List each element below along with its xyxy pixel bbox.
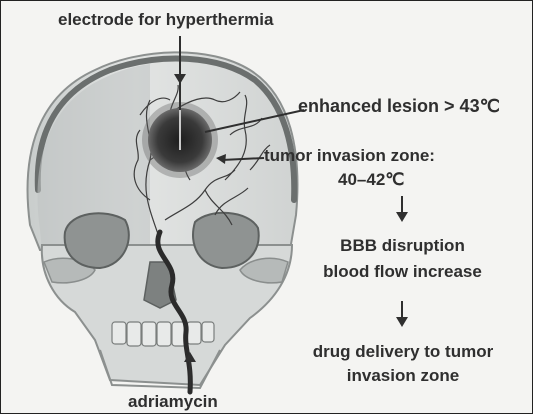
eye-socket-left <box>65 213 129 268</box>
bbb-label-line2: blood flow increase <box>300 262 505 282</box>
tumor-zone-label-line1: tumor invasion zone: <box>264 146 435 166</box>
eye-socket-right <box>193 213 259 268</box>
teeth <box>112 322 214 346</box>
enhanced-lesion-label: enhanced lesion > 43℃ <box>298 96 500 117</box>
flow-arrow-2 <box>396 301 408 327</box>
flow-arrow-1 <box>396 196 408 222</box>
drug-delivery-label-line1: drug delivery to tumor <box>278 342 528 362</box>
adriamycin-label: adriamycin <box>128 392 218 412</box>
drug-delivery-label-line2: invasion zone <box>278 366 528 386</box>
bbb-label-line1: BBB disruption <box>300 236 505 256</box>
tumor-zone-label-line2: 40–42℃ <box>338 170 404 190</box>
electrode-label: electrode for hyperthermia <box>58 10 273 30</box>
